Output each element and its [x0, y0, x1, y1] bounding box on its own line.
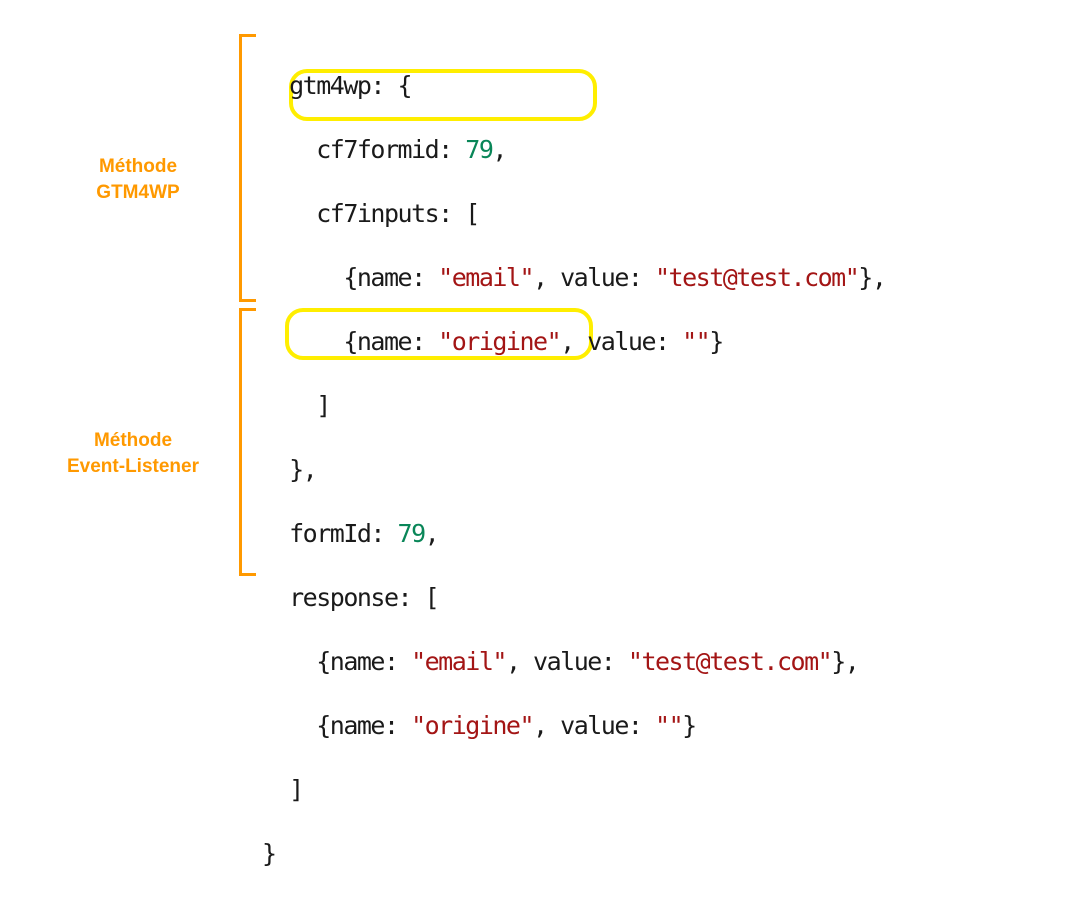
code-line: }: [262, 839, 277, 868]
code-block: gtm4wp: { cf7formid: 79, cf7inputs: [ {n…: [262, 38, 887, 902]
label-line: Méthode: [98, 156, 178, 177]
highlight-formid: [285, 308, 593, 360]
code-line: cf7inputs: [: [316, 199, 480, 228]
label-event-listener: Méthode Event-Listener: [33, 428, 233, 480]
code-line: ]: [316, 391, 331, 420]
code-line: cf7formid: 79,: [316, 135, 507, 164]
code-line: gtm4wp: {: [289, 71, 412, 100]
code-line: ]: [289, 775, 304, 804]
bracket-gtm4wp: [239, 34, 256, 302]
label-line: Méthode: [93, 430, 173, 451]
code-line: {name: "email", value: "test@test.com"},: [316, 647, 860, 676]
highlight-cf7formid: [289, 69, 597, 121]
code-line: },: [289, 455, 318, 484]
bracket-event-listener: [239, 308, 256, 576]
label-gtm4wp: Méthode GTM4WP: [38, 154, 238, 206]
code-line: formId: 79,: [289, 519, 440, 548]
code-line: {name: "origine", value: ""}: [316, 711, 697, 740]
code-line: response: [: [289, 583, 440, 612]
label-line: GTM4WP: [96, 182, 180, 203]
code-line: {name: "origine", value: ""}: [343, 327, 724, 356]
code-line: {name: "email", value: "test@test.com"},: [343, 263, 887, 292]
label-line: Event-Listener: [67, 456, 199, 477]
